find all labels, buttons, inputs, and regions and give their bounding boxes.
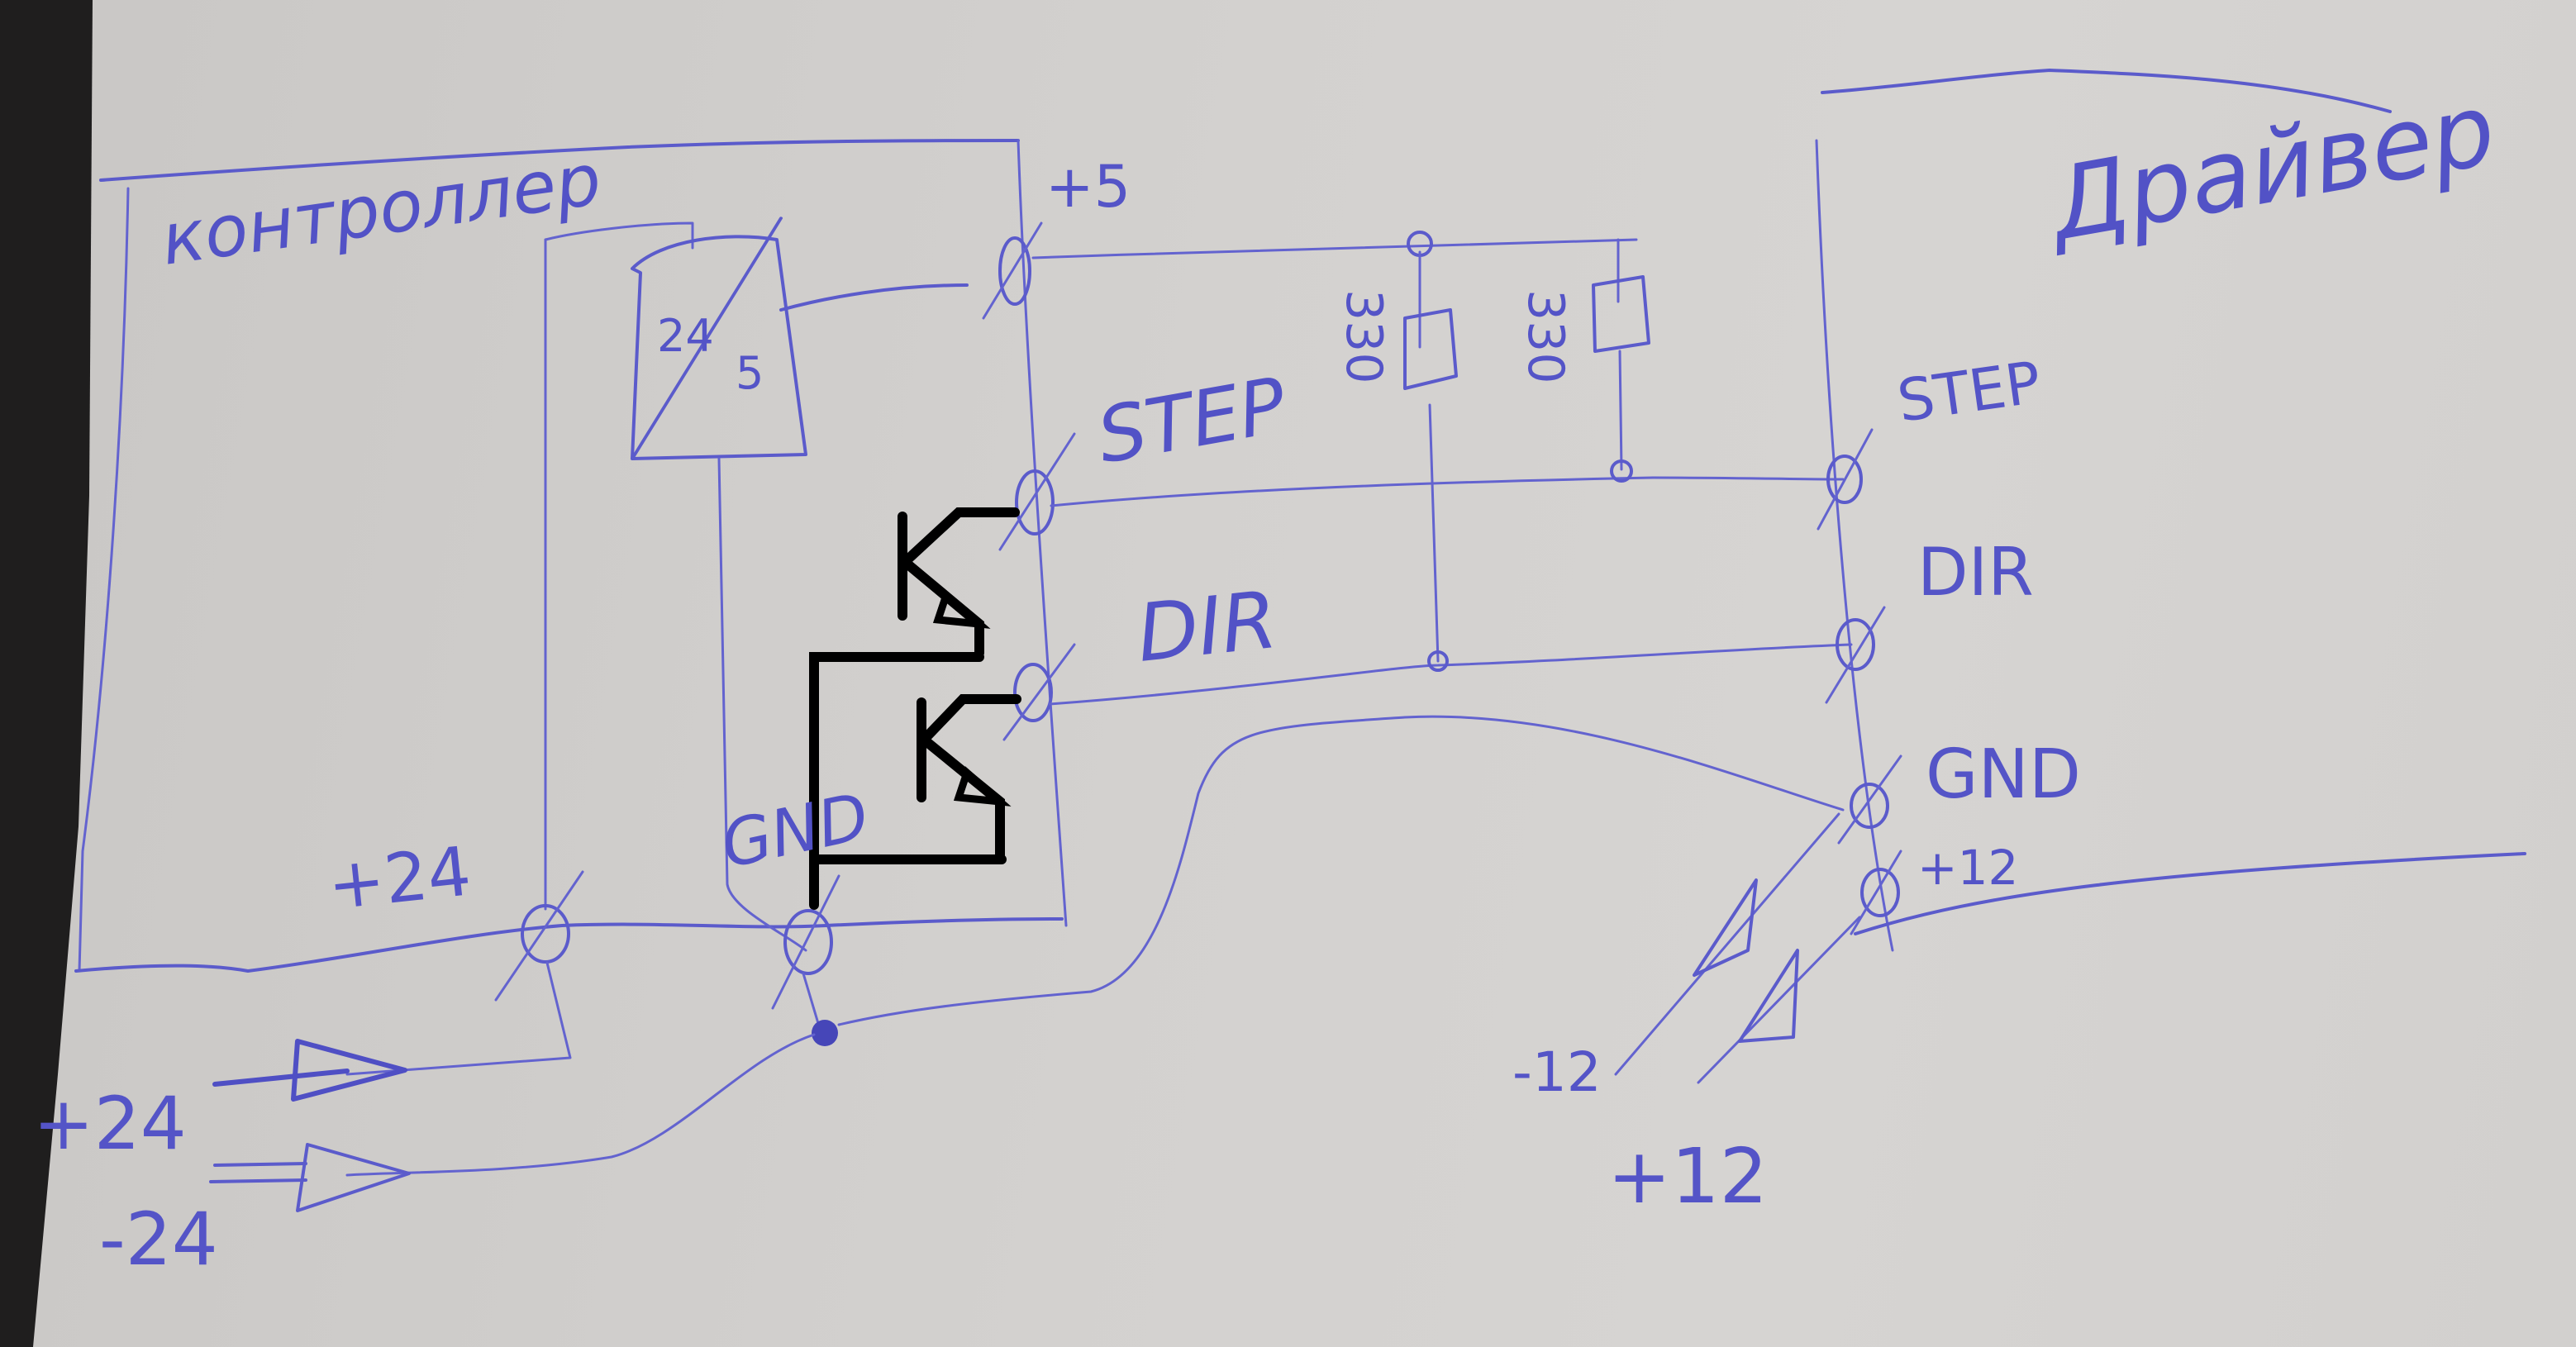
controller-top-edge <box>99 139 1020 182</box>
terminal-plus5 <box>982 221 1043 320</box>
paper-edge-line <box>1854 852 2526 935</box>
plus5-rail <box>1031 238 1638 259</box>
step-wire <box>1050 476 1845 507</box>
gnd-bus-wire <box>837 715 1845 1026</box>
gnd-junction-dot <box>812 1020 838 1046</box>
driver-terminal-step <box>1817 428 1874 531</box>
driver-terminal-plus12 <box>1850 850 1902 935</box>
controller-box <box>74 139 1068 973</box>
plus12-input-arrow <box>1697 916 1861 1084</box>
table-edge <box>0 0 93 1347</box>
minus24-input-label: -24 <box>99 1197 218 1282</box>
driver-terminal-dir <box>1825 606 1886 704</box>
minus12-input-arrow <box>1614 812 1840 1076</box>
plus24-input-arrow <box>212 1039 407 1102</box>
driver-top-edge <box>1821 69 2392 113</box>
converter-5v-wire <box>779 283 969 312</box>
controller-plus24-label: +24 <box>324 832 474 926</box>
minus24-input-arrow <box>209 1143 411 1212</box>
converter-gnd-wire <box>717 457 807 952</box>
dir-wire <box>1048 643 1853 706</box>
converter-diagonal <box>631 217 783 460</box>
minus12-input-label: -12 <box>1512 1040 1602 1104</box>
driver-left-edge <box>1815 139 1894 952</box>
transistor-dir <box>917 694 1021 864</box>
resistor-2-label: 330 <box>1517 289 1574 384</box>
driver-step-label: STEP <box>1893 348 2045 435</box>
controller-bottom-edge <box>74 917 1064 973</box>
driver-terminal-gnd <box>1837 754 1902 845</box>
terminal-plus24 <box>494 870 584 1002</box>
resistor-1-label: 330 <box>1335 289 1393 384</box>
dc-dc-converter: 24 5 <box>544 217 969 952</box>
driver-title: Драйвер <box>2038 73 2503 264</box>
controller-right-edge <box>1017 139 1068 927</box>
controller-step-label: STEP <box>1091 361 1293 481</box>
plus24-wire <box>345 961 572 1076</box>
converter-box <box>631 235 807 460</box>
converter-feed-wire <box>544 221 694 250</box>
driver-dir-label: DIR <box>1917 534 2034 611</box>
controller-left-edge <box>78 187 130 973</box>
plus5-label: +5 <box>1045 153 1131 221</box>
transistor-step <box>898 507 1020 658</box>
controller-gnd-label: GND <box>715 779 875 883</box>
driver-gnd-label: GND <box>1926 735 2081 814</box>
resistor-1 <box>1403 231 1458 672</box>
converter-output-label: 5 <box>736 347 764 399</box>
minus24-wire <box>345 1033 816 1177</box>
terminal-gnd <box>771 874 840 1010</box>
gnd-drop-wire <box>802 972 821 1030</box>
terminal-dir <box>1002 643 1076 741</box>
controller-dir-label: DIR <box>1133 574 1282 680</box>
resistor-2 <box>1592 238 1650 483</box>
driver-box <box>1815 69 2392 952</box>
driver-plus12-label: +12 <box>1917 840 2018 896</box>
converter-input-label: 24 <box>657 310 714 362</box>
emitter-common-wire <box>809 652 984 910</box>
terminal-step <box>998 432 1076 551</box>
plus12-input-label: +12 <box>1607 1132 1768 1221</box>
plus24-input-label: +24 <box>33 1081 187 1166</box>
